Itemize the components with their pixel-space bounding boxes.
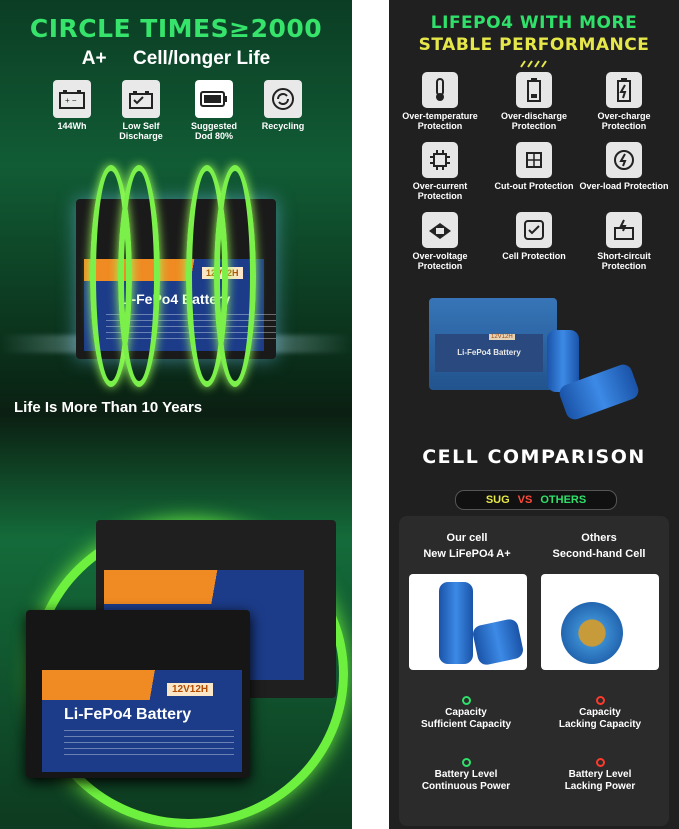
battery-tag: 12V12H [167,683,214,696]
feature-self-discharge: Low Self Discharge [111,80,171,141]
cross-circle-icon [595,696,605,705]
vs-right: OTHERS [540,494,587,506]
other-result-level: Battery Level Lacking Power [535,758,665,793]
result-line: Sufficient Capacity [420,719,512,730]
protection-label: Cell Protection [502,251,566,261]
result-line: Battery Level [434,769,498,780]
battery-name: Li-FePo4 Battery [64,706,192,723]
headline-line2: STABLE PERFORMANCE [418,35,650,55]
voltage-chip-icon [429,223,451,239]
feature-recycling: Recycling [253,80,313,131]
result-line: Continuous Power [421,781,511,792]
other-sub: Second-hand Cell [552,548,646,560]
protection-over-temperature: Over-temperature Protection [393,72,487,131]
feature-capacity: + − 144Wh [42,80,102,131]
chevron-divider-icon [520,60,547,68]
battery-capacity-icon: + − [59,90,85,109]
our-result-capacity: Capacity Sufficient Capacity [401,696,531,731]
result-line: Lacking Capacity [558,719,642,730]
headline-line1: LIFEPO4 WITH MORE [430,13,638,33]
protection-cut-out: Cut-out Protection [487,142,581,191]
protection-label: Over-voltage Protection [412,251,468,271]
comparison-title: CELL COMPARISON [422,446,646,468]
protection-over-load: Over-load Protection [577,142,671,191]
new-cell-image [409,574,527,670]
cell-icon [524,220,544,240]
protection-over-current: Over-current Protection [393,142,487,201]
other-result-capacity: Capacity Lacking Capacity [535,696,665,731]
protection-label: Over-charge Protection [597,111,651,131]
comparison-box: Our cell New LiFePO4 A+ Others Second-ha… [399,516,669,826]
protection-short-circuit: Short-circuit Protection [577,212,671,271]
green-ring [214,165,256,387]
feature-dod: Suggested Dod 80% [184,80,244,141]
protection-label: Over-current Protection [412,181,468,201]
thermometer-icon [436,78,444,101]
battery-charge-icon [617,78,631,102]
vs-bar: SUG VS OTHERS [455,490,617,510]
check-circle-icon [461,758,471,767]
self-discharge-icon [129,91,153,109]
feature-label: Recycling [261,121,305,131]
protection-cell: Cell Protection [487,212,581,261]
used-cell-image [541,574,659,670]
our-title: Our cell [446,532,488,544]
pack-name: Li-FePo4 Battery [457,348,521,357]
right-panel: LIFEPO4 WITH MORE STABLE PERFORMANCE Ove… [389,0,679,829]
pack-tag: 12V12H [489,334,515,340]
other-title: Others [581,532,617,544]
result-line: Capacity [445,707,487,718]
our-result-level: Battery Level Continuous Power [401,758,531,793]
green-ring [118,165,160,387]
battery-low-icon [527,78,541,102]
result-line: Capacity [579,707,621,718]
subheadline-cell-life: A+ Cell/longer Life [81,48,271,69]
protection-label: Over-load Protection [579,181,669,191]
svg-text:+ −: + − [65,96,77,105]
protection-label: Cut-out Protection [494,181,574,191]
battery-image-front: 12V12H Li-FePo4 Battery [26,610,250,778]
protection-label: Short-circuit Protection [597,251,651,271]
circuit-cutout-icon [526,152,542,168]
life-text: Life Is More Than 10 Years [14,399,203,416]
performance-headline: LIFEPO4 WITH MORE STABLE PERFORMANCE [389,12,679,56]
vs-left: SUG [485,494,510,506]
protection-over-charge: Over-charge Protection [577,72,671,131]
other-cell-header: Others Second-hand Cell [535,530,663,562]
feature-label: Suggested Dod 80% [190,121,237,141]
feature-label: 144Wh [57,121,87,131]
battery-level-icon [200,91,227,107]
result-line: Lacking Power [564,781,636,792]
feature-label: Low Self Discharge [119,121,163,141]
chip-icon [430,150,450,170]
vs-mid: VS [517,494,533,506]
battery-cells-image: Li-FePo4 Battery 12V12H [429,290,641,422]
protection-label: Over-temperature Protection [402,111,478,131]
headline-circle-times: CIRCLE TIMES≥2000 [29,14,323,43]
protection-over-voltage: Over-voltage Protection [393,212,487,271]
protection-label: Over-discharge Protection [500,111,568,131]
result-line: Battery Level [568,769,632,780]
recycling-icon [272,88,294,110]
overload-icon [614,150,634,170]
battery-pack: Li-FePo4 Battery 12V12H [429,298,557,390]
short-circuit-icon [614,219,634,240]
our-cell-header: Our cell New LiFePO4 A+ [403,530,531,562]
check-circle-icon [461,696,471,705]
cross-circle-icon [595,758,605,767]
left-panel: CIRCLE TIMES≥2000 A+ Cell/longer Life + … [0,0,352,829]
protection-over-discharge: Over-discharge Protection [487,72,581,131]
our-sub: New LiFePO4 A+ [423,548,511,560]
